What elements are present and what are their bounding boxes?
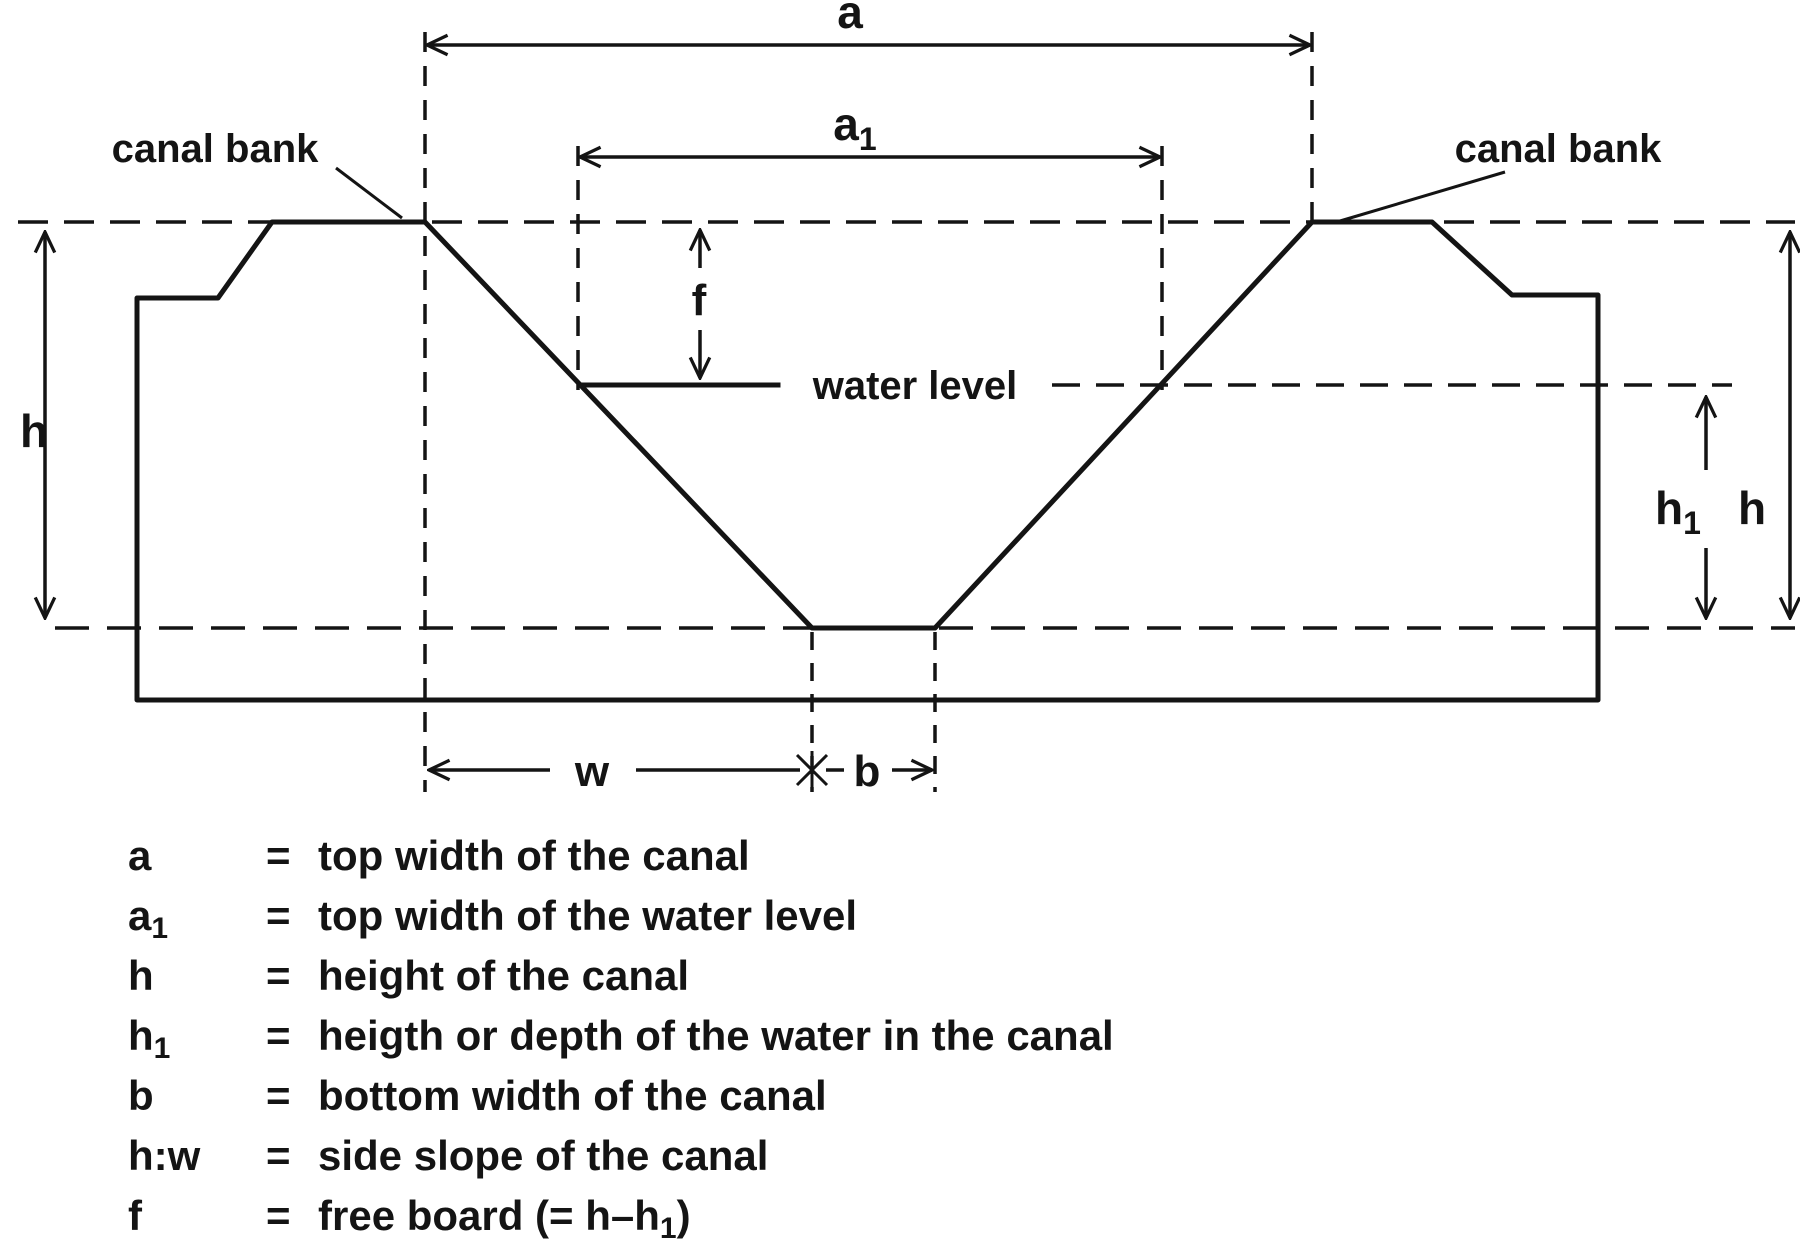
legend-description: heigth or depth of the water in the cana… bbox=[318, 1012, 1114, 1059]
legend-description: side slope of the canal bbox=[318, 1132, 769, 1179]
legend-equals: = bbox=[266, 1132, 291, 1179]
legend-row-a1: a1 = top width of the water level bbox=[128, 886, 1688, 946]
legend-equals: = bbox=[266, 832, 291, 879]
legend-symbol: h bbox=[128, 952, 154, 999]
legend-equals: = bbox=[266, 952, 291, 999]
label-water-level: water level bbox=[812, 364, 1018, 408]
legend-row-a: a = top width of the canal bbox=[128, 826, 1688, 886]
legend-description: top width of the canal bbox=[318, 832, 750, 879]
diagram-svg: a a1 canal bank canal bank f water level… bbox=[18, 0, 1800, 796]
canal-ground-profile bbox=[134, 219, 1601, 703]
legend: a = top width of the canal a1 = top widt… bbox=[128, 826, 1688, 1242]
legend-symbol: a1 bbox=[128, 892, 169, 945]
legend-equals: = bbox=[266, 1192, 291, 1239]
legend-symbol: h1 bbox=[128, 1012, 171, 1065]
label-h1-right: h1 bbox=[1655, 482, 1701, 541]
label-h-left: h bbox=[20, 405, 48, 457]
w-b-junction-star bbox=[795, 751, 829, 789]
legend-equals: = bbox=[266, 1072, 291, 1119]
legend-row-f: f = free board (= h–h1) bbox=[128, 1186, 1688, 1242]
legend-row-h: h = height of the canal bbox=[128, 946, 1688, 1006]
legend-symbol: h:w bbox=[128, 1132, 201, 1179]
label-w: w bbox=[574, 747, 610, 796]
legend-symbol: f bbox=[128, 1192, 142, 1239]
legend-description: height of the canal bbox=[318, 952, 690, 999]
legend-description: bottom width of the canal bbox=[318, 1072, 827, 1119]
label-a: a bbox=[837, 0, 863, 38]
legend-row-b: b = bottom width of the canal bbox=[128, 1066, 1688, 1126]
legend-row-h1: h1 = heigth or depth of the water in the… bbox=[128, 1006, 1688, 1066]
dimension-arrows bbox=[45, 45, 1790, 789]
label-canal-bank-right: canal bank bbox=[1455, 127, 1663, 171]
legend-description: free board (= h–h1) bbox=[318, 1192, 691, 1242]
legend-symbol: b bbox=[128, 1072, 154, 1119]
legend-description: top width of the water level bbox=[318, 892, 858, 939]
legend-symbol: a bbox=[128, 832, 152, 879]
label-f: f bbox=[692, 276, 707, 325]
label-a1: a1 bbox=[833, 98, 876, 157]
canal-profile-outline bbox=[134, 219, 1601, 703]
label-canal-bank-left: canal bank bbox=[112, 127, 320, 171]
leader-canal-bank-left bbox=[335, 166, 403, 220]
leader-canal-bank-right bbox=[1339, 170, 1506, 223]
label-b: b bbox=[854, 747, 881, 796]
legend-equals: = bbox=[266, 892, 291, 939]
legend-row-hw: h:w = side slope of the canal bbox=[128, 1126, 1688, 1186]
label-h-right: h bbox=[1738, 482, 1766, 534]
diagram-labels: a a1 canal bank canal bank f water level… bbox=[20, 0, 1766, 796]
construction-lines bbox=[18, 32, 1795, 792]
legend-equals: = bbox=[266, 1012, 291, 1059]
